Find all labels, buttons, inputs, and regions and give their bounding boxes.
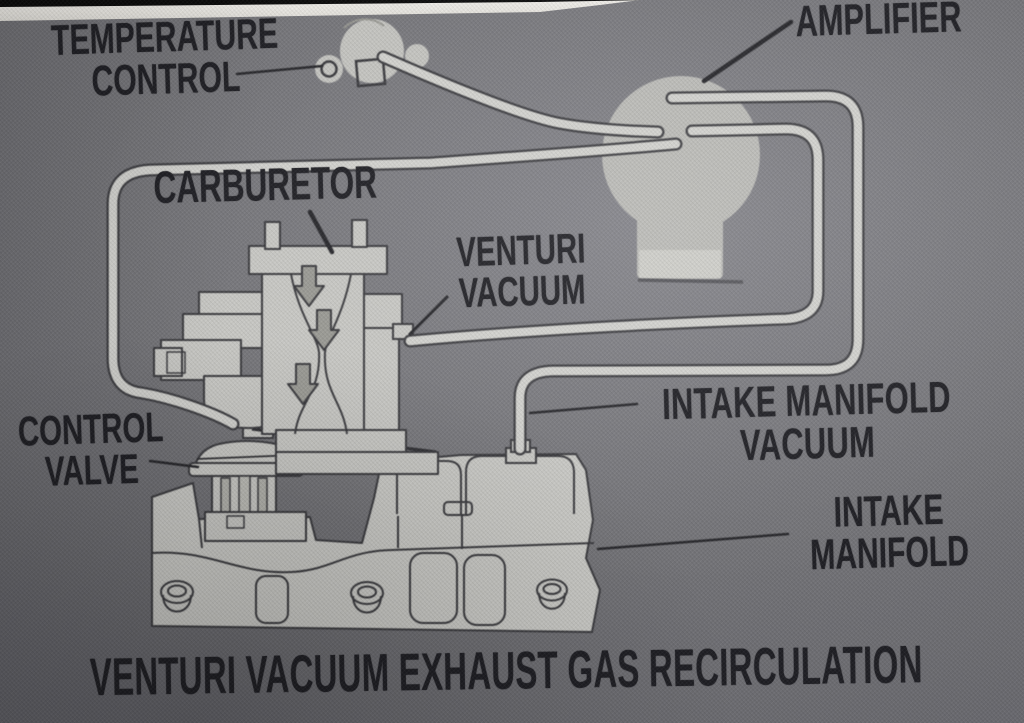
airflow-arrow-icons (287, 265, 340, 405)
amplifier-shape (602, 76, 760, 284)
label-amplifier: AMPLIFIER (794, 0, 963, 46)
leader-carburetor (307, 209, 335, 255)
intake-manifold-shape (151, 453, 601, 633)
leader-intake-manifold-vacuum (528, 402, 639, 415)
label-intake-manifold: INTAKE MANIFOLD (783, 486, 995, 580)
manifold-round-port (160, 580, 194, 613)
hose-intake-manifold-vacuum (513, 89, 865, 456)
leader-control-valve (148, 459, 200, 469)
label-control-valve: CONTROL VALVE (6, 403, 176, 495)
manifold-round-port (536, 578, 568, 610)
label-line: MANIFOLD (809, 526, 970, 580)
leader-venturi-vacuum (408, 295, 449, 336)
hose-temperature-control-to-amplifier (376, 50, 665, 139)
label-line: VALVE (44, 444, 140, 495)
leader-temperature-control (235, 64, 324, 76)
hose-venturi-vacuum (403, 122, 825, 348)
hose-amplifier-to-control-valve (106, 137, 683, 431)
label-venturi-vacuum: VENTURI VACUUM (438, 224, 605, 317)
label-line: CARBURETOR (152, 156, 378, 213)
label-line: AMPLIFIER (794, 0, 963, 46)
temperature-control-valve-shape (315, 18, 429, 88)
manifold-round-port (350, 581, 384, 614)
carburetor-shape (153, 219, 439, 475)
leader-lines (148, 19, 794, 551)
figure-title: VENTURI VACUUM EXHAUST GAS RECIRCULATION (89, 635, 924, 708)
label-line: VACUUM (457, 265, 587, 317)
leader-intake-manifold (596, 532, 790, 551)
label-intake-manifold-vacuum: INTAKE MANIFOLD VACUUM (631, 373, 983, 470)
leader-amplifier (701, 19, 794, 84)
label-carburetor: CARBURETOR (152, 156, 378, 213)
label-temperature-control: TEMPERATURE CONTROL (45, 10, 286, 106)
